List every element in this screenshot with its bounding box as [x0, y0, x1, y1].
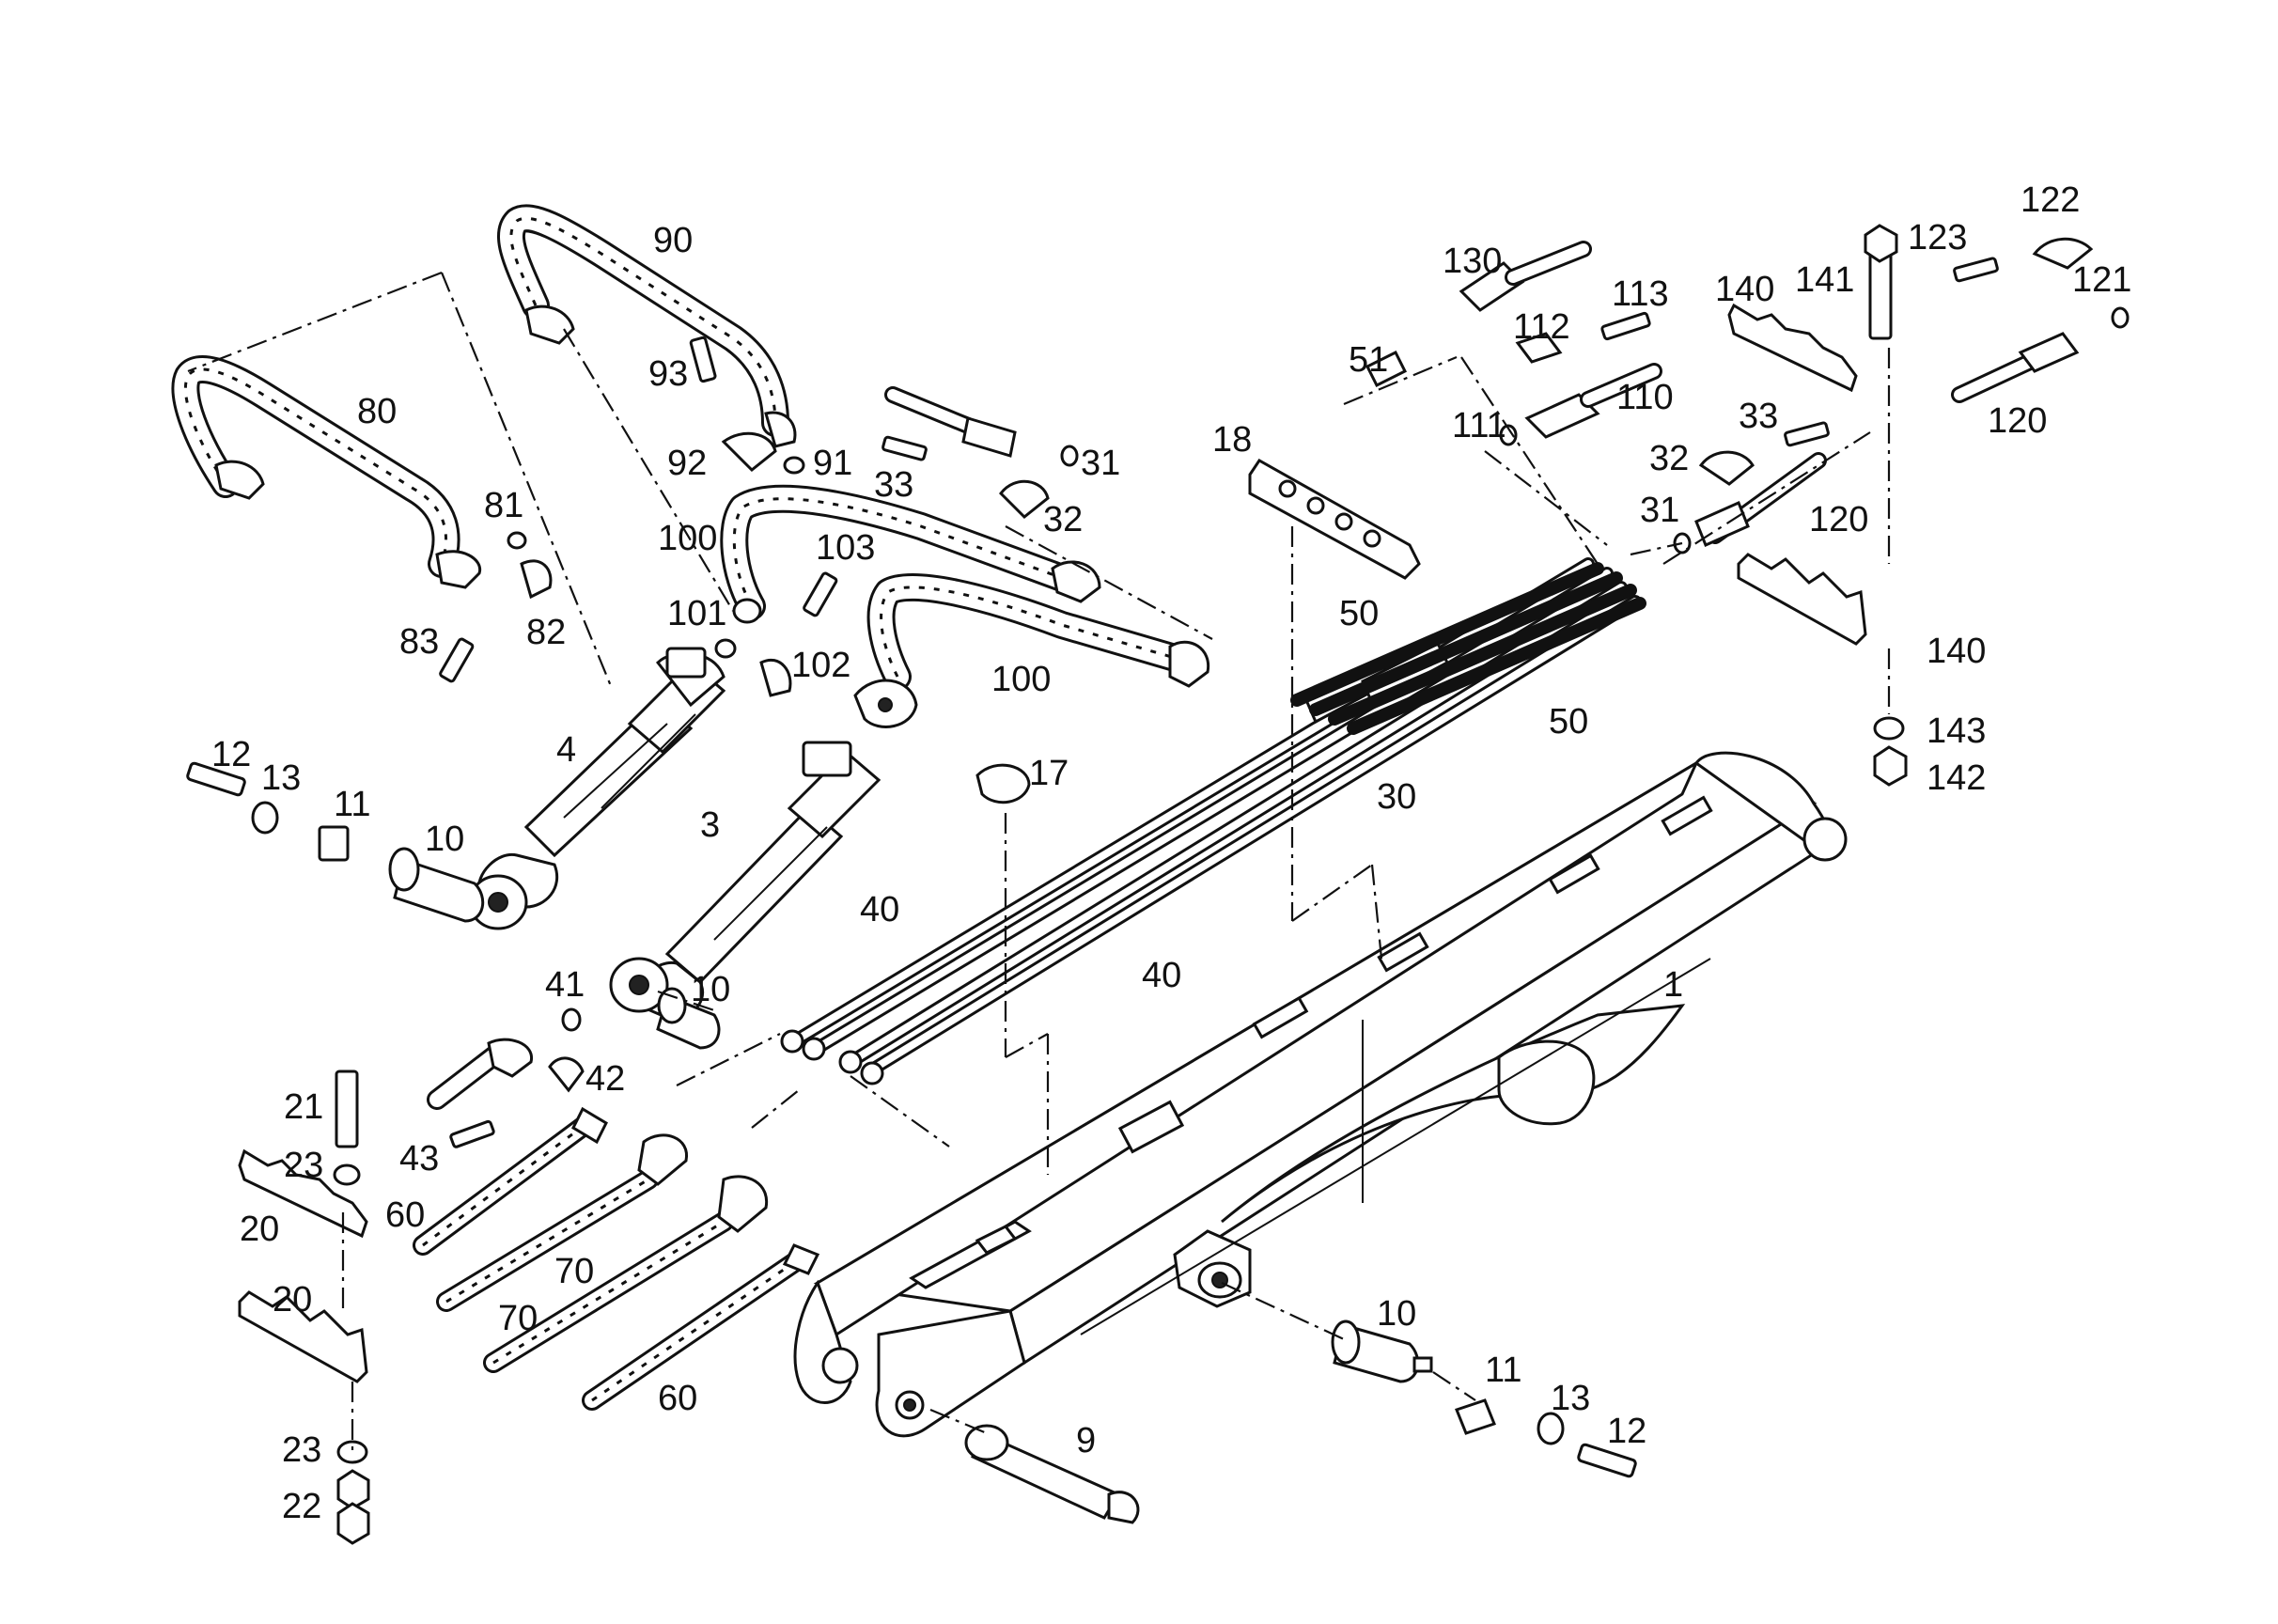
callout-41: 41	[545, 965, 585, 1005]
callout-140-lower: 140	[1927, 632, 1986, 671]
callout-143: 143	[1927, 711, 1986, 751]
callout-82: 82	[526, 613, 566, 652]
pin-10-a	[388, 847, 485, 923]
callout-20-upper: 20	[240, 1210, 279, 1249]
callout-18: 18	[1212, 420, 1252, 460]
hoses-60-70	[413, 1038, 820, 1411]
callout-93: 93	[648, 354, 688, 394]
callout-43: 43	[399, 1139, 439, 1179]
callout-13-left: 13	[261, 758, 301, 798]
callout-32-lower: 32	[1649, 439, 1689, 478]
cylinder-3	[609, 741, 882, 1022]
callout-110: 110	[1616, 378, 1674, 417]
callout-121: 121	[2072, 260, 2131, 300]
callout-123: 123	[1908, 218, 1967, 258]
callout-10-mid: 10	[691, 970, 730, 1009]
hose-100-lower	[853, 572, 1210, 728]
callout-92: 92	[667, 444, 707, 483]
callout-103: 103	[816, 528, 875, 568]
callout-23-lower: 23	[282, 1430, 321, 1470]
callout-12-right: 12	[1607, 1412, 1646, 1451]
callout-13-right: 13	[1551, 1379, 1590, 1418]
callout-11-left: 11	[334, 785, 370, 824]
cylinder-4	[468, 647, 726, 930]
callout-31-lower: 31	[1640, 491, 1679, 530]
arm-body	[793, 751, 1848, 1438]
callout-122: 122	[2021, 180, 2080, 220]
callout-31-upper: 31	[1081, 444, 1120, 483]
callout-101: 101	[667, 594, 726, 633]
fasteners	[186, 224, 2130, 1545]
callout-70-upper: 70	[554, 1252, 594, 1291]
callout-20-lower: 20	[273, 1280, 312, 1320]
callout-3: 3	[700, 805, 720, 845]
callout-113: 113	[1612, 274, 1669, 314]
leader-lines	[187, 271, 1891, 1452]
callout-4: 4	[556, 730, 576, 770]
callout-12-left: 12	[211, 735, 251, 774]
callout-100-lower: 100	[991, 660, 1051, 699]
callout-140-upper: 140	[1715, 270, 1774, 309]
callout-100-upper: 100	[658, 519, 717, 558]
callout-40-lower: 40	[1142, 956, 1181, 995]
callout-80: 80	[357, 392, 397, 431]
callout-11-right: 11	[1485, 1351, 1521, 1390]
pin-10-c	[1331, 1320, 1433, 1383]
callout-33-lower: 33	[1739, 397, 1778, 436]
callout-42: 42	[585, 1059, 625, 1099]
callout-50-upper: 50	[1339, 594, 1379, 633]
callout-112: 112	[1513, 307, 1570, 347]
callout-141: 141	[1795, 260, 1854, 300]
callouts: 90 80 93 92 91 81 82 83 100 101 103 102 …	[211, 180, 2131, 1526]
callout-30: 30	[1377, 777, 1416, 817]
callout-40-upper: 40	[860, 890, 899, 929]
hose-90	[496, 204, 797, 448]
callout-70-lower: 70	[498, 1299, 538, 1338]
callout-81: 81	[484, 486, 523, 525]
callout-1: 1	[1663, 965, 1683, 1005]
callout-120-upper: 120	[1988, 401, 2047, 441]
callout-22: 22	[282, 1487, 321, 1526]
clamp-plates	[238, 303, 1867, 1383]
callout-10-left: 10	[425, 820, 464, 859]
callout-51: 51	[1349, 340, 1388, 380]
callout-111: 111	[1452, 406, 1506, 445]
callout-9: 9	[1076, 1421, 1096, 1460]
callout-60-lower: 60	[658, 1379, 697, 1418]
callout-33-upper: 33	[874, 465, 913, 505]
callout-32-upper: 32	[1043, 500, 1083, 539]
callout-17: 17	[1029, 754, 1069, 793]
upper-tube-bundle	[1290, 562, 1646, 735]
callout-91: 91	[813, 444, 852, 483]
callout-23-upper: 23	[284, 1146, 323, 1185]
callout-10-right: 10	[1377, 1294, 1416, 1334]
pin-9	[929, 1408, 1140, 1524]
pin-10-b	[656, 987, 721, 1050]
callout-21: 21	[284, 1087, 323, 1127]
callout-102: 102	[791, 646, 850, 685]
callout-90: 90	[653, 221, 693, 260]
callout-83: 83	[399, 622, 439, 662]
callout-60-upper: 60	[385, 1195, 425, 1235]
callout-130: 130	[1443, 242, 1502, 281]
callout-120-lower: 120	[1809, 500, 1868, 539]
hose-80	[171, 355, 482, 589]
callout-50-lower: 50	[1549, 702, 1588, 742]
callout-142: 142	[1927, 758, 1986, 798]
